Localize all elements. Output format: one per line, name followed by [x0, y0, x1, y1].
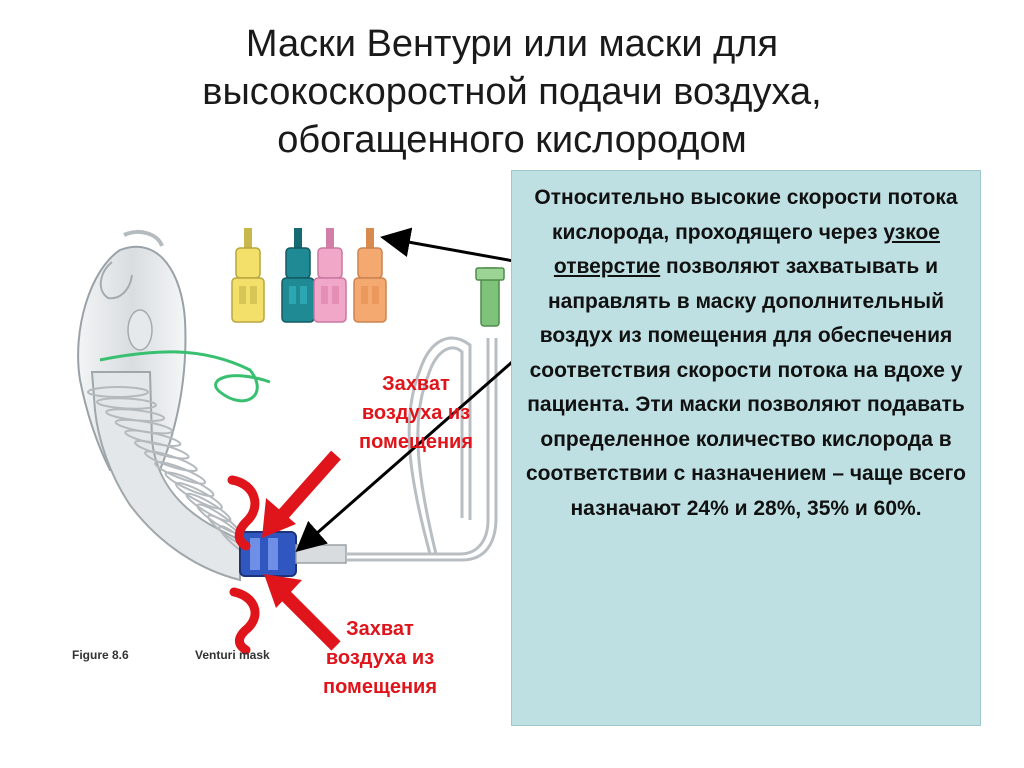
slide-title: Маски Вентури или маски для высокоскорос…: [100, 20, 924, 164]
callout-text-part-1: Относительно высокие скорости потока кис…: [534, 186, 958, 244]
air-swirl-bottom: [229, 587, 260, 655]
tube-rib: [87, 386, 149, 398]
label-top-line-1: Захват: [382, 373, 450, 395]
title-line-1: Маски Вентури или маски для: [245, 23, 779, 65]
corrugated-tube: [90, 371, 241, 582]
tube-rib: [154, 460, 207, 485]
venturi-valve-pink: [313, 228, 347, 323]
venturi-valve-teal: [281, 228, 315, 323]
air-intake-arrow-bottom: [264, 574, 341, 651]
oxygen-tubing: [346, 336, 498, 562]
tube-rib: [144, 450, 198, 473]
air-intake-label-top: Захват воздуха из помещения: [336, 370, 496, 457]
venturi-valve-yellow: [231, 228, 265, 323]
air-intake-arrow-top: [262, 450, 341, 538]
tube-rib: [174, 482, 223, 510]
callout-text-part-2: позволяют захватывать и направлять в мас…: [526, 255, 966, 520]
label-bottom-line-1: Захват: [346, 618, 414, 640]
label-bottom-line-2: воздуха из: [325, 647, 435, 669]
figure-number: Figure 8.6: [72, 648, 129, 662]
figure-name: Venturi mask: [195, 648, 270, 662]
elastic-strap: [99, 350, 271, 403]
callout-underlined-term: узкое отверстие: [553, 220, 940, 279]
tube-rib: [164, 471, 215, 498]
air-intake-label-bottom: Захват воздуха из помещения: [300, 615, 460, 702]
label-top-line-3: помещения: [359, 431, 473, 453]
label-bottom-line-3: помещения: [323, 676, 437, 698]
title-line-2: высокоскоростной подачи воздуха,: [202, 71, 822, 113]
title-line-3: обогащенного кислородом: [277, 119, 747, 161]
tube-ribs: [87, 386, 258, 559]
label-top-line-2: воздуха из: [361, 402, 471, 424]
air-swirl-top: [227, 475, 260, 551]
venturi-valve-orange: [353, 228, 387, 323]
tube-rib: [134, 439, 190, 460]
explanation-callout: Относительно высокие скорости потока кис…: [511, 170, 981, 726]
